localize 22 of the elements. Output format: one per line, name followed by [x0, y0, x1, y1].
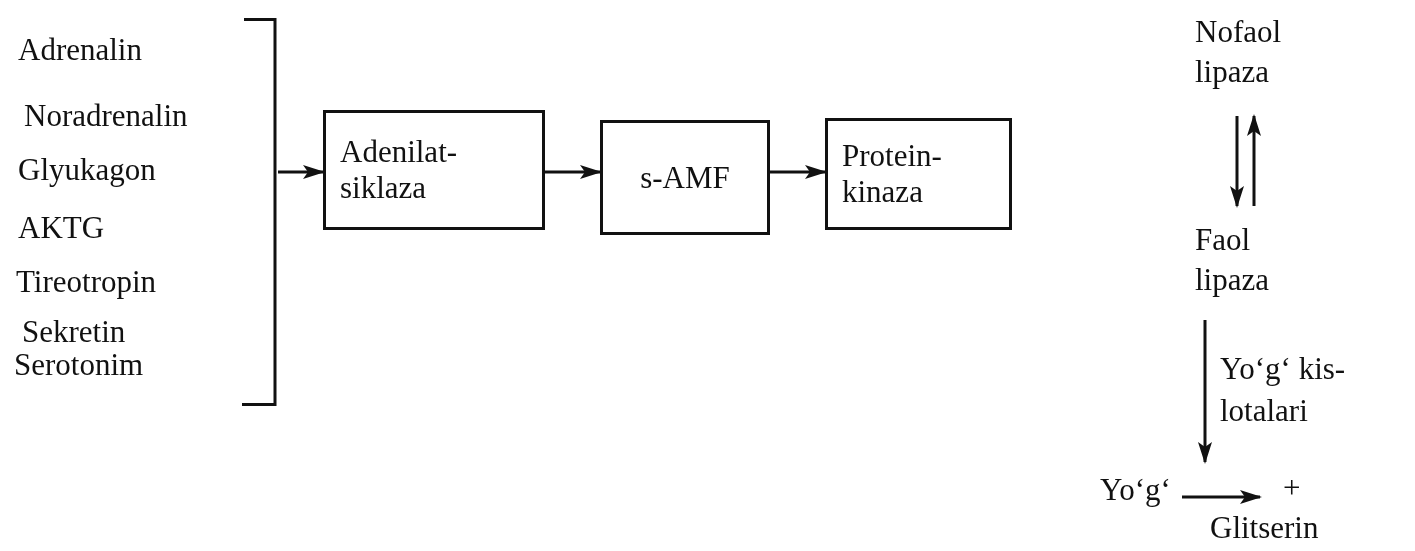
- substance-name: Nofaol lipaza: [1195, 12, 1325, 102]
- arrow: [1247, 114, 1261, 206]
- process-box: Protein- kinaza: [825, 118, 1012, 230]
- process-box: Adenilat- siklaza: [323, 110, 545, 230]
- arrow: [770, 165, 827, 179]
- hormone-name: Serotonim: [14, 347, 144, 383]
- substance-name: Faol lipaza: [1195, 220, 1305, 312]
- product-name: Glitserin: [1210, 510, 1319, 546]
- hormone-name: AKTG: [18, 210, 105, 246]
- hormone-name: Glyukagon: [18, 152, 156, 188]
- hormone-name: Noradrenalin: [24, 98, 188, 134]
- arrow: [1230, 116, 1244, 208]
- process-box: s-AMF: [600, 120, 770, 235]
- hormone-name: Tireotropin: [16, 264, 157, 300]
- substance-name: Yo‘g‘: [1100, 470, 1180, 510]
- hormone-name: Sekretin: [22, 314, 126, 350]
- plus-sign: +: [1283, 470, 1301, 506]
- arrow: [278, 165, 325, 179]
- arrow: [545, 165, 602, 179]
- hormone-name: Adrenalin: [18, 32, 142, 68]
- arrow: [1198, 320, 1212, 464]
- arrow: [1182, 490, 1262, 504]
